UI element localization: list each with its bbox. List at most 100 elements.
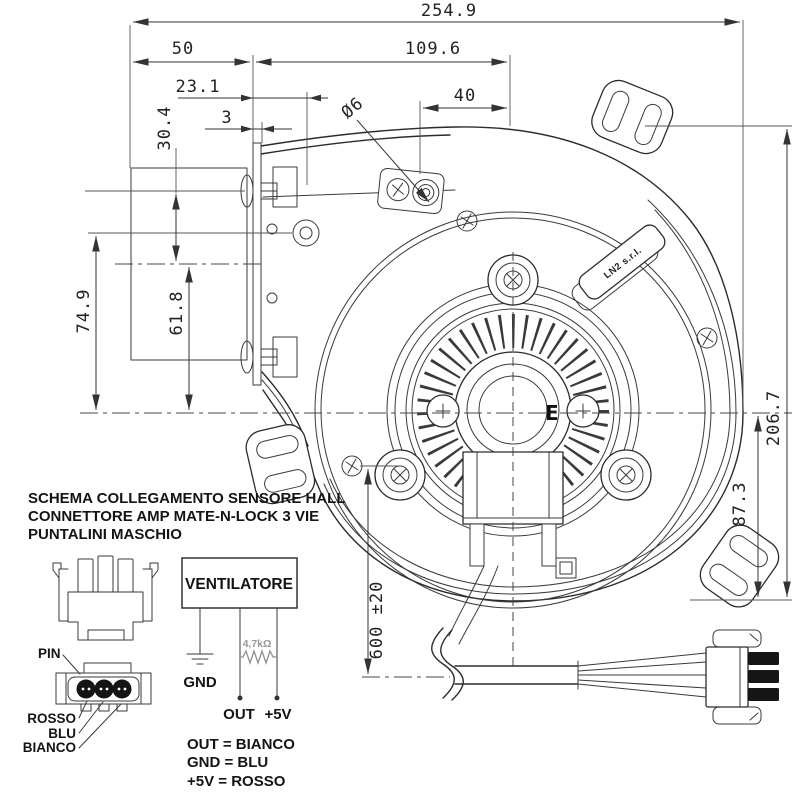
fan-wire-3 (577, 683, 707, 698)
front-inner (67, 676, 140, 702)
front-pin-2 (94, 679, 114, 699)
dim-flange-offset: 50 (172, 39, 194, 59)
dim-duct-to-axis-v: 61.8 (167, 291, 187, 336)
gnd-label: GND (183, 674, 217, 691)
dim-hole-offset: 23.1 (176, 77, 221, 97)
wire-label-rosso: ROSSO (27, 711, 76, 726)
grommet-plate (377, 167, 445, 215)
spider-boss-bottom-left (374, 449, 426, 501)
mounting-tab-bottom-left (245, 424, 316, 505)
out-label: OUT (223, 706, 255, 723)
tab-slot (256, 435, 299, 459)
wing-right (142, 562, 159, 622)
out-terminal (237, 695, 243, 701)
leader-hole-diameter (356, 119, 430, 203)
flange-screw-boss-bottom (240, 340, 254, 374)
prong-3 (117, 558, 134, 593)
cable-connector-body (705, 646, 749, 708)
motor-leg-left (469, 523, 485, 567)
tab-slot (601, 90, 630, 132)
ventilatore-label: VENTILATORE (185, 576, 293, 593)
schema-title-line-1: SCHEMA COLLEGAMENTO SENSORE HALL (28, 490, 346, 507)
dim-flange-to-axis: 109.6 (405, 39, 461, 59)
rosso-leader (78, 700, 88, 719)
flange-hole-2 (266, 292, 278, 304)
housing-screw-top (456, 210, 478, 232)
schema-title: SCHEMA COLLEGAMENTO SENSORE HALL CONNETT… (28, 490, 346, 543)
fan-wire-1b (577, 661, 707, 672)
latch-bottom-notch (749, 712, 759, 721)
clamp-ear-right (566, 394, 600, 428)
fan-wire-1 (577, 652, 707, 667)
dim-hole-diameter: Ø6 (338, 93, 368, 123)
centerlines (80, 252, 792, 678)
tab-slot (634, 103, 662, 146)
grommet-hole (412, 179, 440, 207)
motor-wire-2 (458, 565, 499, 645)
dim-cable-length: 600 ±20 (367, 581, 387, 660)
terminal-block (555, 557, 577, 579)
fan-wire-2b (577, 679, 707, 689)
extension-lines (85, 20, 792, 601)
legend-line-3: +5V = ROSSO (187, 773, 286, 790)
dim-hole-to-axis-v: 74.9 (74, 289, 94, 334)
clamp-ear-left (426, 394, 460, 428)
seam-arc-2 (329, 209, 731, 588)
scroll-wall-outer (314, 211, 712, 609)
dim-axis-to-bottom: 87.3 (730, 482, 750, 527)
front-rib-left (55, 672, 67, 705)
motor-wire-1 (448, 565, 485, 637)
pin-leader (62, 654, 81, 675)
dimension-lines (92, 18, 791, 674)
front-top-tab (83, 662, 132, 674)
legend-line-1: OUT = BIANCO (187, 736, 295, 753)
connector-latch-bottom (712, 706, 762, 725)
ground-symbol (186, 653, 214, 665)
ring-hole-inner (299, 226, 313, 240)
latch-top-notch (749, 633, 759, 642)
wire-label-bianco: BIANCO (23, 740, 76, 755)
front-rib-right (140, 672, 152, 705)
prong-1 (77, 558, 94, 593)
connector-pin-1 (748, 652, 779, 665)
dim-total-width: 254.9 (421, 1, 477, 21)
circuit-schematic: VENTILATORE GND OUT +5V 4,7kΩ (181, 557, 298, 723)
schema-title-line-2: CONNETTORE AMP MATE-N-LOCK 3 VIE (28, 508, 319, 525)
housing-screw-bottom-left (341, 455, 363, 477)
flange-hole-1 (266, 223, 278, 235)
motor-body (462, 451, 577, 579)
mounting-tab-bottom-right (699, 524, 780, 608)
blu-leader (78, 701, 104, 734)
front-pin-3 (112, 679, 132, 699)
ring-hole-outer (292, 219, 320, 247)
dim-hole-to-axis: 40 (454, 86, 476, 106)
cable-assembly (431, 565, 779, 725)
v5-label: +5V (264, 706, 291, 723)
legend-line-2: GND = BLU (187, 754, 268, 771)
volute-outline (260, 126, 744, 602)
terminal-block-inner (559, 561, 573, 575)
connector-pin-2 (748, 670, 779, 683)
cable-break-1 (440, 629, 464, 701)
pin-tail-3 (116, 703, 128, 712)
resistor-label: 4,7kΩ (243, 638, 272, 650)
connector-latch-top (712, 629, 762, 648)
dim-total-height: 206.7 (764, 390, 784, 446)
schema-title-line-3: PUNTALINI MASCHIO (28, 526, 182, 543)
spider-boss-bottom-right (600, 449, 652, 501)
wire-label-blu: BLU (48, 726, 76, 741)
wiring-legend: OUT = BIANCO GND = BLU +5V = ROSSO (187, 736, 295, 790)
front-pin-1 (76, 679, 96, 699)
housing-notch (87, 629, 125, 641)
mounting-tab-top-right (591, 79, 674, 155)
tab-slot (264, 469, 307, 493)
dimension-labels: 254.9 50 109.6 23.1 3 40 Ø6 30.4 74.9 61… (74, 1, 784, 659)
connector-side-view (52, 555, 159, 641)
connector-pin-3 (748, 688, 779, 701)
pin-label: PIN (38, 646, 61, 661)
connector-housing (67, 591, 144, 641)
dim-duct-height: 30.4 (155, 106, 175, 151)
duct-bracket-top (272, 166, 298, 208)
